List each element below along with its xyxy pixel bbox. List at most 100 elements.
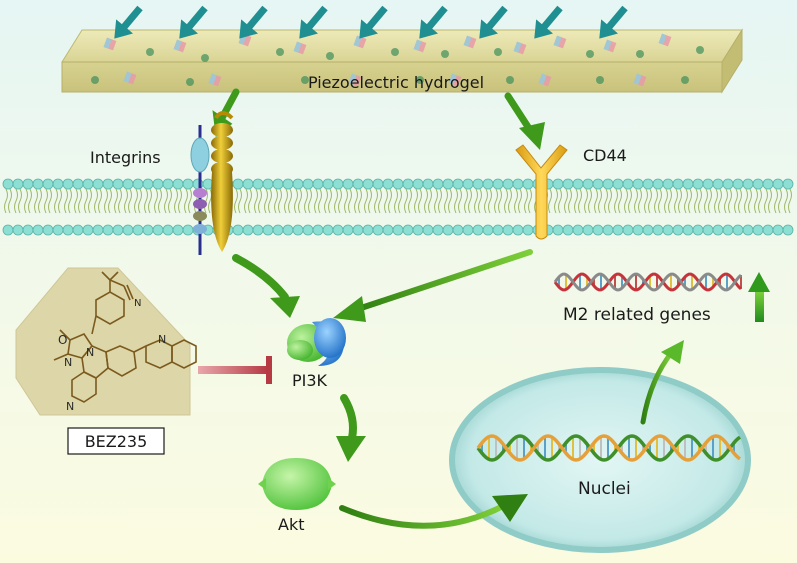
atom-quinoline-n: N (66, 400, 74, 413)
lipid-tail (778, 188, 782, 214)
lipid-head (672, 224, 684, 236)
down-left-arrow-icon (359, 5, 388, 39)
lipid-head (572, 224, 584, 236)
lipid-head (492, 224, 504, 236)
lipid-head (2, 178, 14, 190)
nucleus-to-genes-arrow (640, 340, 684, 425)
lipid-tail (98, 188, 102, 214)
lipid-head (382, 178, 394, 190)
lipid-head (72, 178, 84, 190)
hydrogel-dot (494, 48, 502, 56)
lipid-head (612, 178, 624, 190)
lipid-tail (704, 188, 708, 214)
lipid-head (372, 178, 384, 190)
hydrogel-dot (276, 48, 284, 56)
lipid-tail (634, 188, 638, 214)
lipid-tail (458, 188, 462, 214)
lipid-head (162, 178, 174, 190)
hydrogel-dot (696, 46, 704, 54)
lipid-tail (324, 188, 328, 214)
lipid-head (232, 224, 244, 236)
dna-strand (553, 272, 743, 292)
lipid-head (112, 224, 124, 236)
bez235-label: BEZ235 (85, 432, 148, 451)
lipid-tail (268, 188, 272, 214)
lipid-tail (304, 188, 308, 214)
lipid-tail (478, 188, 482, 214)
lipid-tail (498, 188, 502, 214)
lipid-head (672, 178, 684, 190)
lipid-tail (204, 188, 208, 214)
lipid-head (702, 178, 714, 190)
lipid-tail (514, 188, 518, 214)
lipid-head (352, 224, 364, 236)
lipid-tail (408, 188, 412, 214)
hydrogel-particles (91, 33, 704, 87)
piezo-nanoparticle (103, 37, 117, 51)
lipid-tail (254, 188, 258, 214)
hydrogel-dot (441, 50, 449, 58)
lipid-tail (694, 188, 698, 214)
lipid-tail (528, 188, 532, 214)
lipid-tail (688, 188, 692, 214)
lipid-tail (64, 188, 68, 214)
lipid-head (82, 178, 94, 190)
lipid-tail (378, 188, 382, 214)
hydrogel-dot (326, 52, 334, 60)
lipid-tail (658, 188, 662, 214)
lipid-tail (664, 188, 668, 214)
lipid-tail (594, 188, 598, 214)
lipid-tail (558, 188, 562, 214)
lipid-head (582, 178, 594, 190)
lipid-head (612, 224, 624, 236)
nuclear-dna-helix (476, 434, 742, 462)
integrins-receptor (190, 111, 234, 255)
lipid-tail (184, 188, 188, 214)
lipid-tail (34, 188, 38, 214)
lipid-head (252, 224, 264, 236)
lipid-tail (604, 188, 608, 214)
down-left-arrow-icon (114, 5, 143, 39)
lipid-tail (134, 188, 138, 214)
lipid-head (342, 178, 354, 190)
piezo-nanoparticle (413, 39, 427, 53)
lipid-head (122, 224, 134, 236)
lipid-tail (668, 188, 672, 214)
lipid-tail (644, 188, 648, 214)
lipid-head (382, 224, 394, 236)
lipid-head (512, 224, 524, 236)
lipid-tail (168, 188, 172, 214)
lipid-head (422, 224, 434, 236)
lipid-head (262, 224, 274, 236)
lipid-head (352, 178, 364, 190)
lipid-tail (38, 188, 42, 214)
lipid-tail (288, 188, 292, 214)
piezo-nanoparticle (208, 73, 222, 87)
lipid-tail (754, 188, 758, 214)
lipid-tail (234, 188, 238, 214)
piezo-nanoparticle (173, 39, 187, 53)
lipid-tail (788, 188, 792, 214)
cd44-to-pi3k-arrow (333, 249, 533, 322)
lipid-head (52, 178, 64, 190)
lipid-tail (398, 188, 402, 214)
piezo-nanoparticle (123, 71, 137, 85)
lipid-tail (738, 188, 742, 214)
lipid-tail (494, 188, 498, 214)
atom-nitrile-n: N (134, 298, 141, 309)
lipid-head (152, 224, 164, 236)
lipid-tail (504, 188, 508, 214)
lipid-tail (784, 188, 788, 214)
force-arrows (114, 5, 628, 39)
lipid-tail (488, 188, 492, 214)
lipid-head (302, 224, 314, 236)
lipid-tail (128, 188, 132, 214)
lipid-head (42, 224, 54, 236)
up-arrow-icon (748, 272, 770, 322)
piezo-nanoparticle (538, 73, 552, 87)
lipid-tail (598, 188, 602, 214)
hydrogel-to-cd44-arrow (504, 92, 545, 150)
lipid-head (522, 178, 534, 190)
lipid-head (582, 224, 594, 236)
lipid-tail (724, 188, 728, 214)
